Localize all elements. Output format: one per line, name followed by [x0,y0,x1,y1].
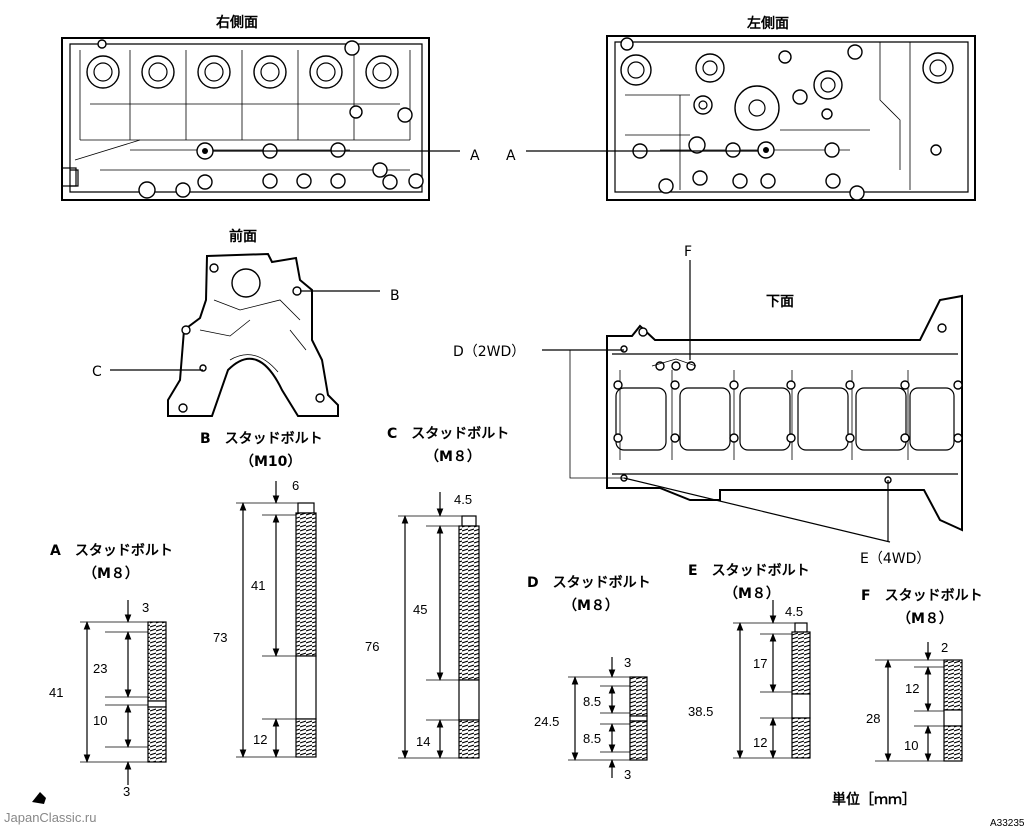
bolt-c-detail: C スタッドボルト （M８） 4.5 45 76 14 [365,426,509,759]
bolt-a-dim-top: 3 [142,600,149,615]
bolt-f-size: （M８） [897,611,953,627]
bolt-b-dim-top: 6 [292,478,299,493]
bolt-b-size: （M10） [240,454,301,470]
left-side-view-label: 左側面 [746,15,789,32]
bolt-a-detail: A スタッドボルト （M８） 3 23 41 10 3 [49,543,173,799]
bolt-e-dim-total: 38.5 [688,704,713,719]
callout-a-right: A [470,148,480,164]
bolt-d-dim-lower: 8.5 [583,731,601,746]
bolt-f-dim-total: 28 [866,711,880,726]
bolt-e-dim-lower: 12 [753,735,767,750]
callout-a-left: A [506,148,516,164]
callout-c: C [92,364,102,380]
bolt-f-detail: F スタッドボルト （M８） 2 12 28 10 [861,588,983,762]
watermark: JapanClassic.ru [4,792,97,825]
bolt-a-size: （M８） [83,566,139,582]
bolt-d-size: （M８） [563,598,619,614]
bolt-c-dim-top: 4.5 [454,492,472,507]
bolt-a-dim-lower: 10 [93,713,107,728]
bolt-e-size: （M８） [724,586,780,602]
left-side-view: 左側面 A [506,15,976,201]
front-view: 前面 B C [92,228,400,417]
bolt-e-title: E スタッドボルト [688,563,810,579]
callout-d: D（2WD） [453,344,525,360]
bolt-c-size: （M８） [425,449,481,465]
bolt-f-title: F スタッドボルト [861,588,983,604]
bolt-a-dim-bottom: 3 [123,784,130,799]
bolt-e-detail: E スタッドボルト （M８） 4.5 17 38.5 12 [688,563,811,759]
right-side-bores [86,55,399,89]
watermark-text: JapanClassic.ru [4,810,97,825]
bolt-d-title: D スタッドボルト [527,575,651,591]
bolt-c-dim-total: 76 [365,639,379,654]
bolt-a-title: A スタッドボルト [50,543,173,559]
bottom-bearing-caps [615,370,955,460]
callout-b: B [390,288,400,304]
figure-code: A33235 [990,818,1025,829]
bolt-e-dim-top: 4.5 [785,604,803,619]
bolt-c-title: C スタッドボルト [387,426,509,442]
left-side-studs [632,136,942,201]
front-view-label: 前面 [229,228,257,245]
bolt-d-dim-bottom: 3 [624,767,631,782]
callout-f: F [684,244,692,260]
callout-e: E（4WD） [860,551,930,567]
bolt-a-dim-upper: 23 [93,661,107,676]
bolt-a-dim-total: 41 [49,685,63,700]
bolt-e-dim-thread: 17 [753,656,767,671]
bottom-view: 下面 F [453,244,963,567]
bolt-b-title: B スタッドボルト [200,431,323,447]
bolt-d-dim-top: 3 [624,655,631,670]
bottom-studs [613,323,963,443]
bolt-b-detail: B スタッドボルト （M10） 6 41 73 12 [200,431,323,758]
bolt-d-dim-total: 24.5 [534,714,559,729]
bolt-b-dim-total: 73 [213,630,227,645]
right-side-view: 右側面 [61,14,480,201]
right-side-studs [138,142,424,199]
bolt-f-dim-lower: 10 [904,738,918,753]
bolt-c-dim-lower: 14 [416,734,430,749]
bolt-f-dim-upper: 12 [905,681,919,696]
bolt-d-detail: D スタッドボルト （M８） 3 8.5 24.5 8.5 3 [527,575,651,782]
unit-label: 単位［ｍｍ］ [832,791,916,808]
bolt-d-dim-upper: 8.5 [583,694,601,709]
bolt-b-dim-lower: 12 [253,732,267,747]
bolt-f-dim-top: 2 [941,640,948,655]
bolt-b-dim-thread: 41 [251,578,265,593]
bolt-c-dim-thread: 45 [413,602,427,617]
bottom-view-label: 下面 [766,294,794,310]
right-side-view-label: 右側面 [215,14,258,31]
